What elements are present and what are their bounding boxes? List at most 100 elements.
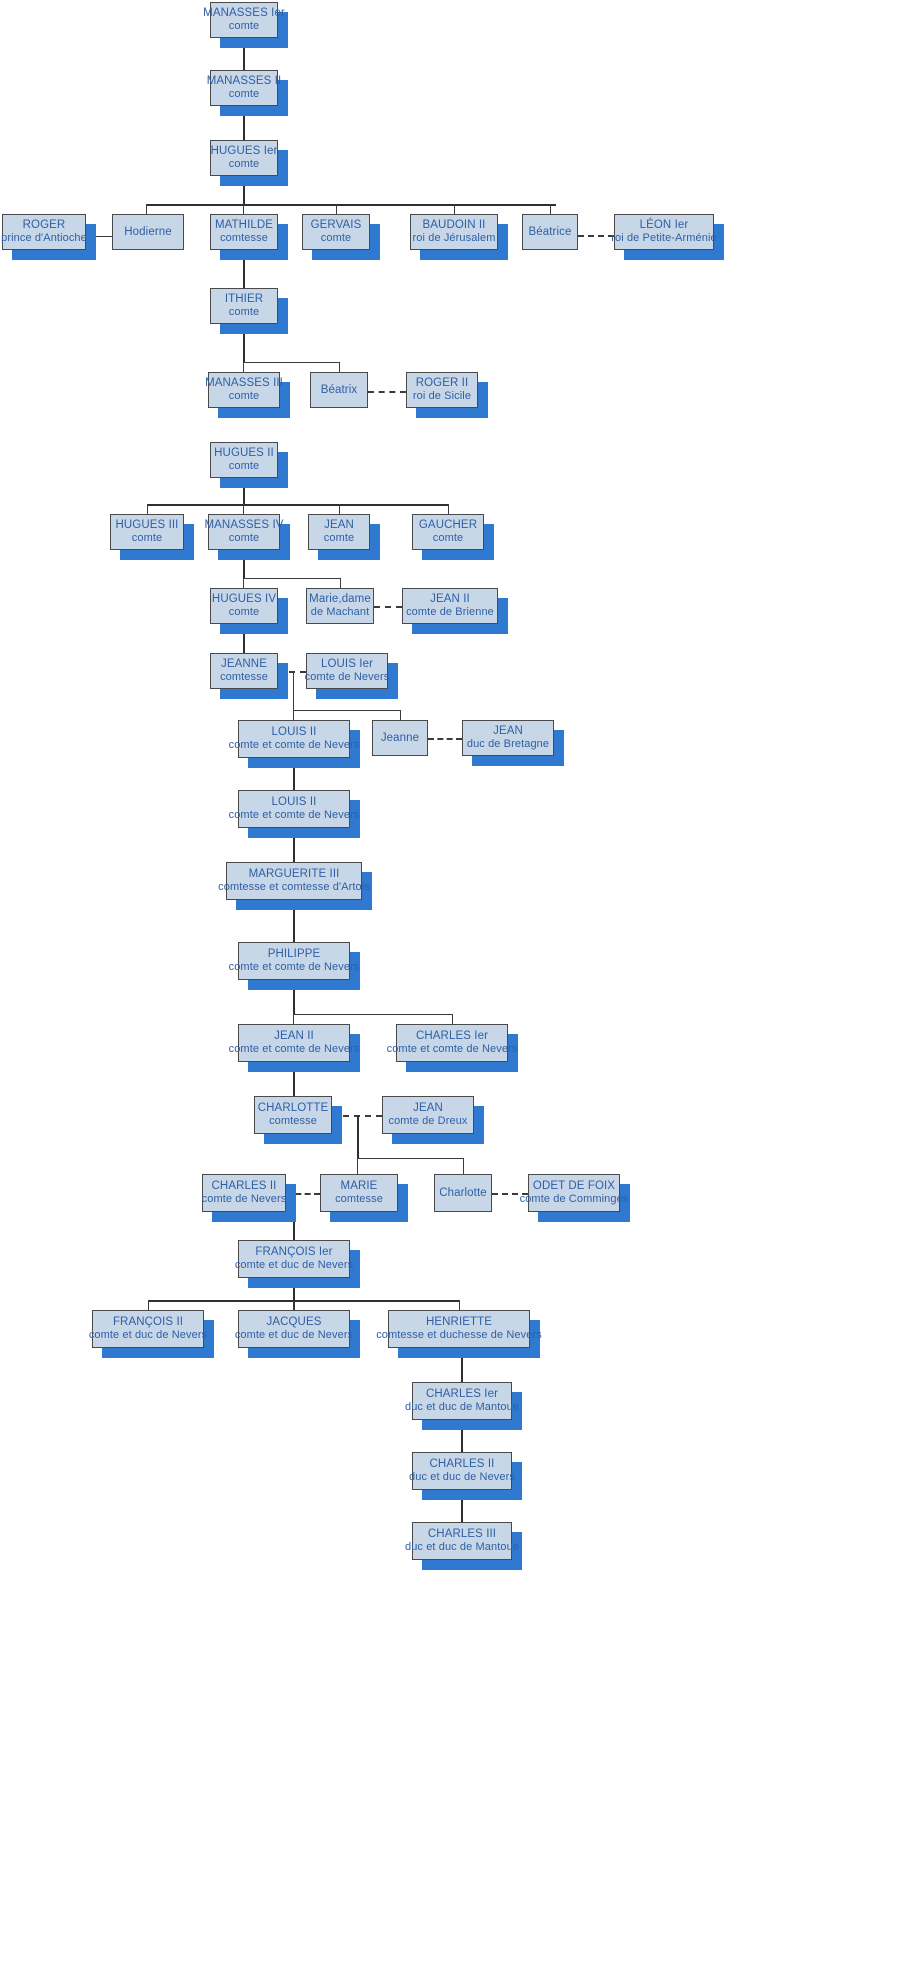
person-title: comte de Dreux — [388, 1115, 468, 1128]
person-name: GAUCHER — [418, 518, 478, 531]
drop-marie-machant — [340, 578, 341, 588]
sibling-bus-francois1 — [148, 1300, 459, 1302]
edge-jean2-charlotte — [293, 1062, 295, 1096]
person-title: comte — [228, 606, 260, 619]
person-title: comtesse — [220, 671, 268, 684]
edge-charles1-charles2 — [461, 1420, 463, 1452]
person-node[interactable]: Béatrix — [310, 372, 368, 408]
person-node[interactable]: Jeanne — [372, 720, 428, 756]
person-name: CHARLES II — [429, 1457, 495, 1470]
sibling-bus-manasses4 — [243, 578, 340, 579]
edge-philippe-bus — [293, 980, 295, 1014]
person-title: comte et comte de Nevers — [228, 809, 360, 822]
drop-charles1 — [452, 1014, 453, 1024]
person-node[interactable]: Charlotte — [434, 1174, 492, 1212]
person-name: MANASSES IV — [204, 518, 284, 531]
sibling-bus-ithier — [243, 362, 339, 363]
person-name: JEANNE — [221, 657, 267, 670]
drop-baudoin — [454, 204, 455, 214]
edge-louis2-louis2 — [293, 758, 295, 790]
person-name: ITHIER — [224, 292, 264, 305]
edge-manasses4-bus — [243, 550, 245, 578]
person-node[interactable]: Hodierne — [112, 214, 184, 250]
sibling-bus-hugues2 — [147, 504, 448, 506]
person-title: prince d'Antioche — [1, 232, 87, 245]
drop-mathilde — [243, 204, 244, 214]
person-name: Béatrix — [320, 383, 358, 396]
person-title: comte — [432, 532, 464, 545]
person-title: duc et duc de Nevers — [409, 1471, 515, 1484]
person-name: MANASSES Ier — [203, 6, 285, 19]
person-title: comte de Nevers — [201, 1193, 287, 1206]
person-title: comte et duc de Nevers — [234, 1259, 354, 1272]
person-name: CHARLES II — [211, 1179, 277, 1192]
person-name: ROGER II — [415, 376, 469, 389]
person-name: JEAN — [493, 724, 523, 737]
person-title: comte de Nevers — [304, 671, 390, 684]
drop-hugues3 — [147, 504, 148, 514]
person-name: HENRIETTE — [425, 1315, 493, 1328]
person-name: MARGUERITE III — [248, 867, 340, 880]
person-node[interactable]: Béatrice — [522, 214, 578, 250]
person-name: MATHILDE — [214, 218, 274, 231]
drop-jeanne2 — [400, 710, 401, 720]
person-name: CHARLES Ier — [425, 1387, 499, 1400]
person-name: CHARLES Ier — [415, 1029, 489, 1042]
sibling-bus-philippe — [293, 1014, 452, 1015]
person-title: comtesse et comtesse d'Artois — [218, 881, 370, 894]
sibling-bus-hugues1 — [146, 204, 556, 206]
edge-charlotte-descent — [357, 1116, 359, 1158]
person-title: comte — [228, 158, 260, 171]
person-name: FRANÇOIS Ier — [255, 1245, 333, 1258]
person-name: JEAN — [324, 518, 354, 531]
person-title: roi de Jérusalem — [412, 232, 496, 245]
person-name: ROGER — [22, 218, 66, 231]
person-title: comte et comte de Nevers — [228, 739, 360, 752]
marriage-beatrice-leon — [578, 235, 614, 237]
drop-beatrix — [339, 362, 340, 372]
person-title: comtesse — [269, 1115, 317, 1128]
marriage-jeanne-jean-bretagne — [428, 738, 462, 740]
